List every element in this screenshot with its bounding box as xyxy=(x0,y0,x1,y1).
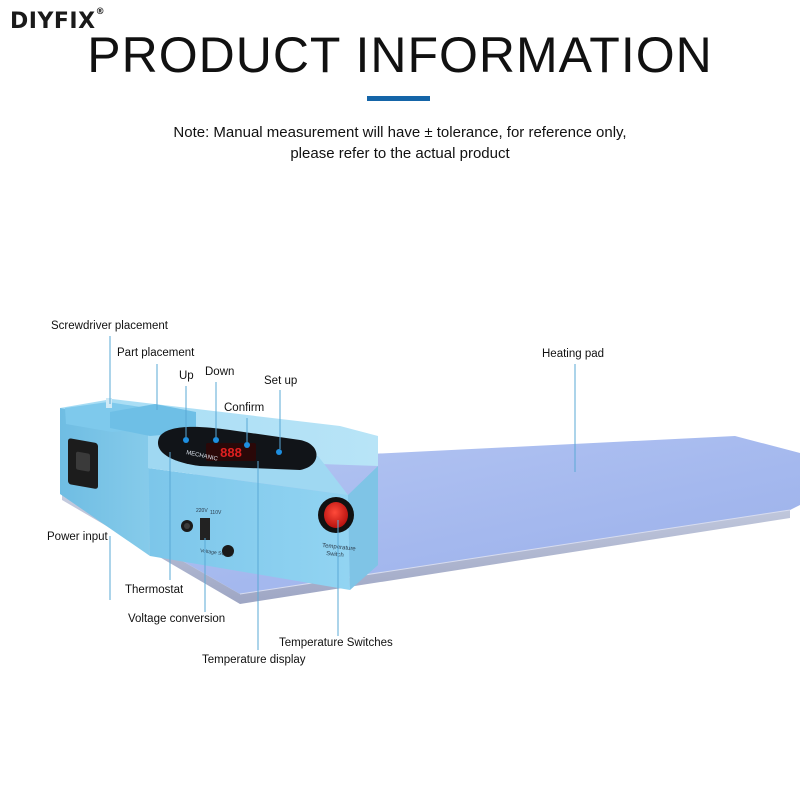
label-up: Up xyxy=(179,370,194,382)
label-thermostat: Thermostat xyxy=(125,584,184,596)
note-line-2: please refer to the actual product xyxy=(290,145,510,162)
label-voltage-conversion: Voltage conversion xyxy=(128,613,226,625)
label-set-up: Set up xyxy=(264,375,298,387)
voltage-switch-print: Voltage Switch xyxy=(200,548,234,559)
label-down: Down xyxy=(205,366,235,378)
confirm-button[interactable] xyxy=(244,442,250,448)
label-temperature-switches: Temperature Switches xyxy=(279,637,393,649)
power-socket-pins xyxy=(76,451,90,472)
label-heating-pad: Heating pad xyxy=(542,348,605,360)
control-unit: 888 MECHANIC 220V 110V Voltage Switch Te… xyxy=(60,398,378,590)
up-button[interactable] xyxy=(183,437,189,443)
front-screw xyxy=(222,545,234,557)
brand-name: DIYFIX xyxy=(10,9,96,34)
tray-divider xyxy=(106,398,112,408)
voltage-220-print: 220V xyxy=(196,508,208,514)
label-temperature-display: Temperature display xyxy=(202,654,306,666)
label-confirm: Confirm xyxy=(224,402,265,414)
brand-logo: DIYFIX® xyxy=(10,7,106,34)
voltage-110-print: 110V xyxy=(210,510,222,516)
label-part-placement: Part placement xyxy=(117,347,195,359)
label-screwdriver-placement: Screwdriver placement xyxy=(51,320,168,332)
thermostat-knob-center xyxy=(184,523,190,529)
note-line-1: Note: Manual measurement will have ± tol… xyxy=(173,124,627,141)
page-title: PRODUCT INFORMATION xyxy=(87,27,713,83)
temperature-switch[interactable] xyxy=(324,502,348,528)
temperature-display xyxy=(206,443,256,461)
setup-button[interactable] xyxy=(276,449,282,455)
down-button[interactable] xyxy=(213,437,219,443)
switch-print-1: Temperature xyxy=(322,543,357,553)
title-underline xyxy=(367,96,430,101)
control-unit-right-face xyxy=(348,466,378,590)
control-unit-front xyxy=(148,468,350,590)
temperature-display-reading: 888 xyxy=(220,445,242,460)
label-power-input: Power input xyxy=(47,531,108,543)
leader-lines xyxy=(109,336,576,650)
voltage-switch[interactable] xyxy=(200,518,210,540)
switch-print-2: Switch xyxy=(326,551,344,559)
registered-mark: ® xyxy=(95,7,106,17)
part-tray xyxy=(110,404,196,436)
